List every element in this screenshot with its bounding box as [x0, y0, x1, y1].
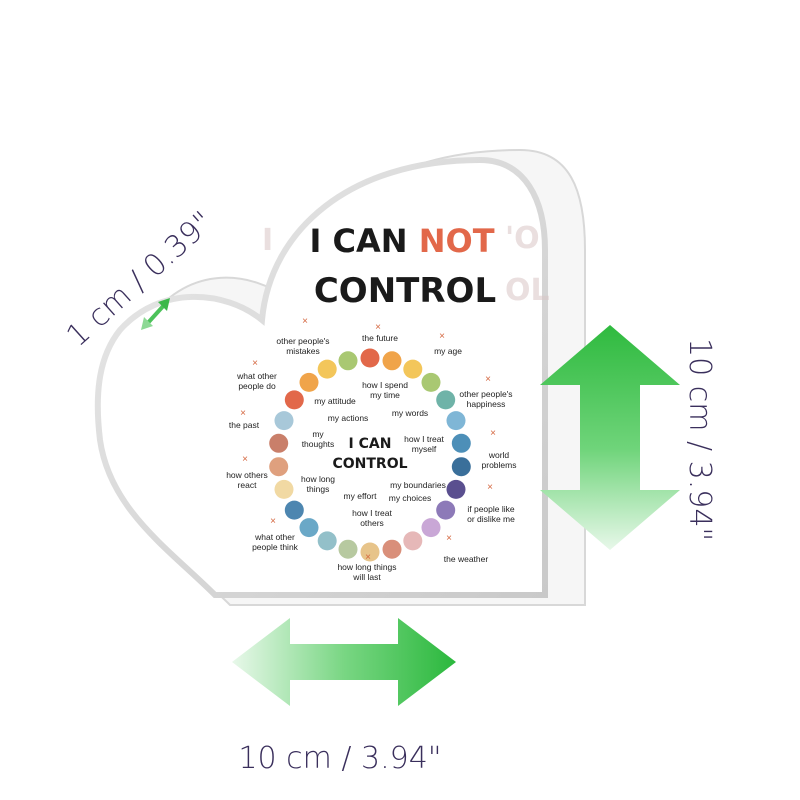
x-mark-icon: ×: [446, 533, 452, 544]
x-mark-icon: ×: [490, 428, 496, 439]
title-i-can: I CAN: [309, 222, 418, 260]
ghost-reflection-i: I: [262, 223, 273, 258]
height-label: 10 cm / 3.94": [682, 338, 717, 541]
color-dot: [451, 457, 471, 477]
color-dot: [436, 500, 456, 520]
item-label: the future: [362, 333, 398, 343]
color-dot: [382, 539, 402, 559]
color-dot: [299, 518, 319, 538]
color-dot: [451, 433, 471, 453]
x-mark-icon: ×: [375, 322, 381, 333]
item-label: my words: [392, 408, 428, 418]
color-dot: [382, 351, 402, 371]
item-label: the weather: [444, 554, 489, 564]
color-dot: [284, 390, 304, 410]
color-dot: [360, 542, 380, 562]
color-dot: [274, 479, 294, 499]
x-mark-icon: ×: [487, 482, 493, 493]
item-label: my actions: [328, 413, 369, 423]
inner-title-1: I CAN: [349, 436, 392, 452]
color-dot: [317, 359, 337, 379]
ghost-reflection-not: 'O: [505, 221, 540, 256]
color-dot: [274, 411, 294, 431]
color-dot: [360, 348, 380, 368]
color-dot: [284, 500, 304, 520]
x-mark-icon: ×: [240, 408, 246, 419]
color-dot: [269, 457, 289, 477]
x-mark-icon: ×: [485, 374, 491, 385]
x-mark-icon: ×: [439, 331, 445, 342]
title-line-2: CONTROL: [314, 271, 496, 311]
ghost-reflection-ol: OL: [505, 273, 550, 308]
width-label: 10 cm / 3.94": [238, 741, 441, 776]
color-dot: [403, 359, 423, 379]
item-label: my boundaries: [390, 480, 446, 490]
color-dot: [299, 372, 319, 392]
item-label: the past: [229, 420, 260, 430]
item-label: my choices: [389, 493, 432, 503]
color-dot: [403, 531, 423, 551]
color-dot: [317, 531, 337, 551]
x-mark-icon: ×: [242, 454, 248, 465]
item-label: my age: [434, 346, 462, 356]
color-dot: [446, 479, 466, 499]
color-dot: [446, 411, 466, 431]
x-mark-icon: ×: [270, 516, 276, 527]
color-dot-ring: [269, 348, 471, 562]
color-dot: [421, 372, 441, 392]
color-dot: [338, 539, 358, 559]
thickness-arrow: [141, 298, 170, 330]
inner-title-2: CONTROL: [332, 456, 407, 472]
x-mark-icon: ×: [365, 552, 371, 563]
title-line-1: I CAN NOT: [309, 222, 494, 260]
width-arrow: [232, 618, 456, 706]
color-dot: [269, 433, 289, 453]
item-label: my effort: [344, 491, 378, 501]
height-arrow: [540, 325, 680, 550]
x-mark-icon: ×: [252, 358, 258, 369]
color-dot: [338, 351, 358, 371]
item-label: my attitude: [314, 396, 356, 406]
x-mark-icon: ×: [302, 316, 308, 327]
heart-front-face: [94, 156, 548, 598]
color-dot: [421, 518, 441, 538]
color-dot: [436, 390, 456, 410]
title-not: NOT: [419, 222, 495, 260]
